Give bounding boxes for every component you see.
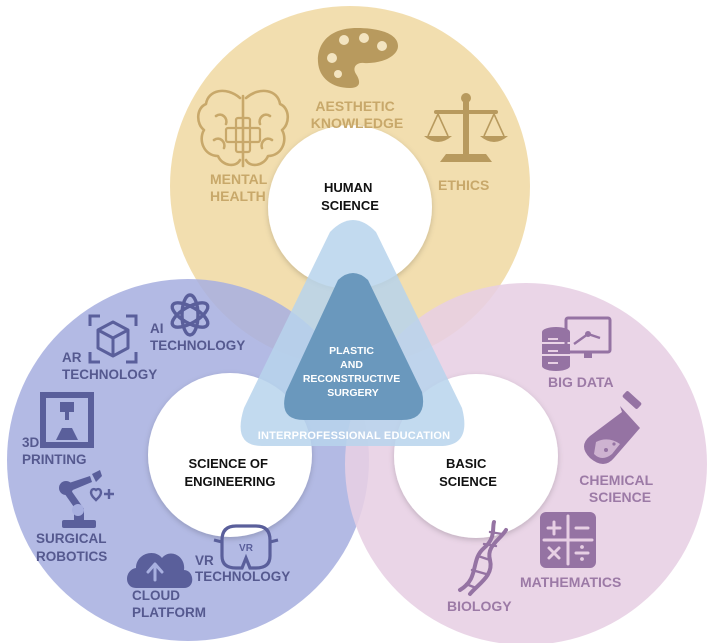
- label-aesthetic-line2: KNOWLEDGE: [311, 115, 404, 131]
- brain-icon: [196, 89, 290, 168]
- center-title-line1: PLASTIC: [329, 345, 374, 357]
- basic-science-title-line1: BASIC: [446, 456, 487, 471]
- center-triangle-group: [240, 220, 465, 446]
- label-chemical-line2: SCIENCE: [589, 489, 651, 505]
- label-mathematics: MATHEMATICS: [520, 574, 621, 590]
- label-ai-line2: TECHNOLOGY: [150, 338, 245, 353]
- human-science-title-line1: HUMAN: [324, 180, 372, 195]
- human-science-hole: [268, 125, 432, 289]
- inner-triangle: [284, 273, 424, 420]
- ai-logo-icon: [170, 293, 210, 337]
- svg-text:MENTAL HEALTH: MENTAL HEALTH: [210, 171, 271, 204]
- label-mental-line1: MENTAL: [210, 171, 268, 187]
- label-cloud-line2: PLATFORM: [132, 605, 206, 620]
- center-title-line4: SURGERY: [327, 387, 379, 399]
- cloud-upload-icon: [127, 553, 193, 588]
- label-vr-line1: VR: [195, 553, 214, 568]
- label-ethics: ETHICS: [438, 177, 489, 193]
- label-ai-line1: AI: [150, 321, 164, 336]
- palette-icon: [317, 28, 398, 88]
- vr-headset-icon: VR: [213, 524, 279, 570]
- flask-icon: [584, 391, 642, 464]
- label-vr-line2: TECHNOLOGY: [195, 569, 290, 584]
- label-3d-line1: 3D: [22, 435, 40, 450]
- interprofessional-education-label: INTERPROFESSIONAL EDUCATION: [258, 430, 451, 442]
- label-mental-line2: HEALTH: [210, 188, 266, 204]
- database-icon: [542, 316, 612, 371]
- 3d-printer-icon: [40, 392, 94, 448]
- svg-text:AR TECHNOLOGY: AR TECHNOLOGY: [62, 350, 157, 382]
- label-ar-line2: TECHNOLOGY: [62, 367, 157, 382]
- label-chemical-line1: CHEMICAL: [579, 472, 653, 488]
- svg-text:AI TECHNOLOGY: AI TECHNOLOGY: [150, 321, 245, 353]
- label-ar-line1: AR: [62, 350, 82, 365]
- calculator-icon: [540, 512, 596, 568]
- human-science-title-line2: SCIENCE: [321, 198, 379, 213]
- engineering-title-line2: ENGINEERING: [184, 474, 275, 489]
- scales-icon: [424, 93, 508, 162]
- svg-text:CLOUD PLATFORM: CLOUD PLATFORM: [132, 588, 206, 620]
- label-bigdata: BIG DATA: [548, 374, 614, 390]
- basic-science-title-line2: SCIENCE: [439, 474, 497, 489]
- engineering-title-line1: SCIENCE OF: [188, 456, 268, 471]
- robot-arm-icon: [59, 470, 114, 528]
- svg-text:VR TECHNOLOGY: VR TECHNOLOGY: [195, 553, 290, 584]
- svg-text:SCIENCE OF ENGINEERING: SCIENCE OF ENGINEERING: [184, 456, 275, 489]
- label-robotics-line1: SURGICAL: [36, 531, 106, 546]
- svg-text:AESTHETIC KNOWLEDGE: AESTHETIC KNOWLEDGE: [311, 98, 404, 131]
- label-cloud-line1: CLOUD: [132, 588, 180, 603]
- svg-text:CHEMICAL SCIENCE: CHEMICAL SCIENCE: [579, 472, 657, 505]
- svg-text:3D PRINTING: 3D PRINTING: [22, 435, 87, 467]
- center-title-line3: RECONSTRUCTIVE: [303, 373, 400, 385]
- vr-badge-text: VR: [239, 543, 254, 554]
- ar-cube-icon: [88, 314, 138, 364]
- dna-icon: [458, 520, 508, 596]
- svg-text:HUMAN SCIENCE: HUMAN SCIENCE: [321, 180, 379, 213]
- label-3d-line2: PRINTING: [22, 452, 87, 467]
- svg-text:BASIC SCIENCE: BASIC SCIENCE: [439, 456, 497, 489]
- label-aesthetic-line1: AESTHETIC: [315, 98, 394, 114]
- center-title-line2: AND: [340, 359, 363, 371]
- svg-text:SURGICAL ROBOTICS: SURGICAL ROBOTICS: [36, 531, 110, 564]
- label-robotics-line2: ROBOTICS: [36, 549, 107, 564]
- svg-text:PLASTIC AND RECONSTRUC: PLASTIC AND RECONSTRUCTIVE SURGERY: [303, 345, 403, 399]
- label-biology: BIOLOGY: [447, 598, 512, 614]
